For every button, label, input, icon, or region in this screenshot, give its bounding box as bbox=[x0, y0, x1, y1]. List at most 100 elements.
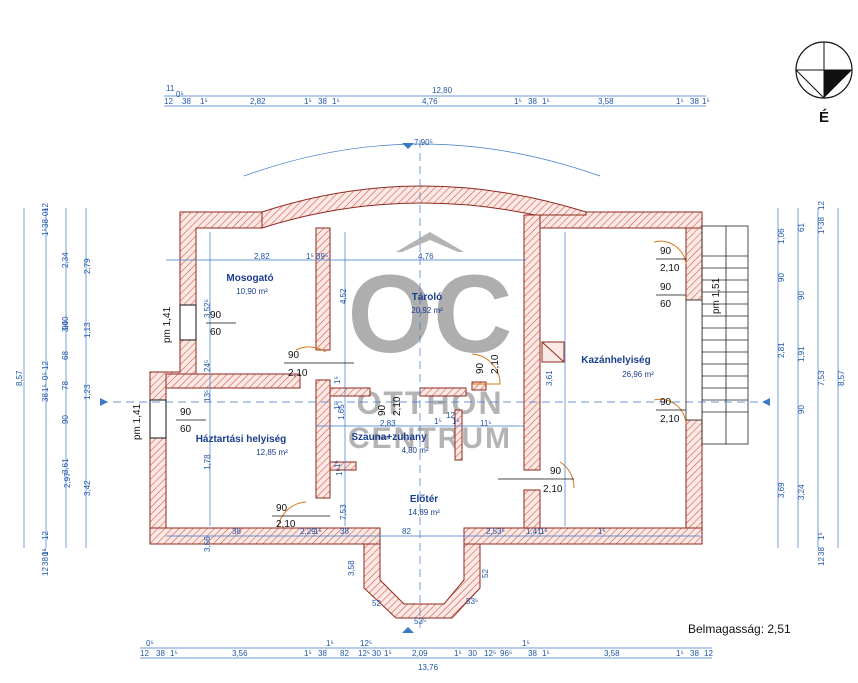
dim-inner-28: 38 bbox=[232, 527, 241, 536]
opening-1-h: 60 bbox=[210, 327, 222, 338]
dim-inner-11: 1⁵ bbox=[335, 468, 344, 476]
axis-lines bbox=[100, 140, 770, 628]
dim-inner-27: 1⁵ bbox=[540, 527, 548, 536]
dim-left-outer: 8,57 bbox=[15, 370, 24, 386]
opening-3-h: 2,10 bbox=[288, 368, 308, 379]
dim-bottom-chain-19: 38 bbox=[690, 649, 699, 658]
dim-top-chain-3: 2,82 bbox=[250, 97, 266, 106]
dim-right-a-6: 3,69 bbox=[777, 482, 786, 498]
dim-top-chain-6: 1⁵ bbox=[332, 97, 340, 106]
dim-inner-18: 1,78 bbox=[203, 454, 212, 470]
dim-top-chain-11: 3,58 bbox=[598, 97, 614, 106]
dim-left-a-0: 2,34 bbox=[61, 252, 70, 268]
dim-left-b-3: 2,97 bbox=[63, 472, 72, 488]
dim-bottom-chain-8: 30 bbox=[372, 649, 381, 658]
pm-label-3: pm 1,51 bbox=[711, 277, 722, 314]
dim-bottom-chain-9: 1⁵ bbox=[384, 649, 392, 658]
dim-top-chain-5: 38 bbox=[318, 97, 327, 106]
dim-inner-24: 82 bbox=[402, 527, 411, 536]
dim-bottom-chain-13: 12⁵ bbox=[484, 649, 496, 658]
dim-top-total: 12,80 bbox=[432, 86, 453, 95]
dim-left-a-4: 78 bbox=[61, 381, 70, 390]
dim-right-b-0: 7,53 bbox=[817, 370, 826, 386]
dim-top-chain-0: 12 bbox=[164, 97, 173, 106]
dim-inner-0: 2,82 bbox=[254, 252, 270, 261]
wall-bay bbox=[363, 543, 481, 619]
wall-int-eloter-right bbox=[523, 489, 541, 529]
dim-left-a-3: 68 bbox=[61, 351, 70, 360]
dim-bottom-chain-3: 3,56 bbox=[232, 649, 248, 658]
dim-left-c-9: 1⁵ bbox=[41, 548, 50, 556]
dim-left-a-2: 90 bbox=[61, 321, 70, 330]
room-szauna-name: Szauna+zuhany bbox=[351, 432, 427, 443]
opening-4-w: 90 bbox=[276, 503, 288, 514]
dim-inner-23: 38 bbox=[340, 527, 349, 536]
dim-inner-26: 1,41 bbox=[526, 527, 542, 536]
dim-inner-10: 1⁵ bbox=[333, 460, 342, 468]
dim-top-chain-4: 1⁵ bbox=[304, 97, 312, 106]
dim-bottom-chain-18: 1⁵ bbox=[676, 649, 684, 658]
opening-6-h: 2,10 bbox=[490, 354, 501, 374]
wall-int-mosogato-right bbox=[315, 227, 331, 351]
dim-inner-13: 1,65 bbox=[337, 404, 346, 420]
dim-inner-30: 3,56 bbox=[203, 536, 212, 552]
dim-bottom-chain-15: 38 bbox=[528, 649, 537, 658]
dim-right-c-0: 12 bbox=[817, 201, 826, 210]
dim-inner-14: 1⁵ bbox=[434, 417, 442, 426]
dim-inner-2: 39⁵ bbox=[316, 252, 328, 261]
dim-right-a-1: 90 bbox=[777, 273, 786, 282]
dim-inner-21: 2,29 bbox=[300, 527, 316, 536]
dim-inner-32: 52 bbox=[481, 569, 490, 578]
dim-bottom-chain-20: 12 bbox=[704, 649, 713, 658]
dim-left-a-1: 3,40 bbox=[61, 316, 70, 332]
dim-inner-5: 4,52 bbox=[339, 288, 348, 304]
opening-1-w: 90 bbox=[210, 310, 222, 321]
opening-2-h: 60 bbox=[180, 424, 192, 435]
dim-right-a-5: 90 bbox=[797, 405, 806, 414]
dim-top-small2: 0⁵ bbox=[176, 90, 184, 99]
dim-left-c-11: 12 bbox=[41, 567, 50, 576]
dim-bottom-chain-0: 12 bbox=[140, 649, 149, 658]
dim-inner-22: 1⁵ bbox=[314, 527, 322, 536]
dim-top-chain-13: 38 bbox=[690, 97, 699, 106]
dim-bottom-small-1: 1⁵ bbox=[326, 639, 334, 648]
wall-int-mid bbox=[329, 387, 371, 397]
dim-inner-17: 11⁵ bbox=[480, 419, 492, 428]
dim-left-a-5: 90 bbox=[61, 415, 70, 424]
opening-4-h: 2,10 bbox=[276, 519, 296, 530]
dim-inner-6: 24⁵ bbox=[203, 360, 212, 372]
dim-right-outer: 8,57 bbox=[837, 370, 846, 386]
opening-9-h: 2,10 bbox=[660, 414, 680, 425]
dim-right-a-2: 90 bbox=[797, 291, 806, 300]
dim-right-a-0: 1,06 bbox=[777, 228, 786, 244]
dim-top-chain-8: 1⁵ bbox=[514, 97, 522, 106]
room-tarolo-area: 20,92 m² bbox=[411, 306, 443, 315]
dim-inner-4: 3,52⁵ bbox=[203, 299, 212, 318]
dim-right-c-5: 38 bbox=[817, 547, 826, 556]
wall-int-sauna-left bbox=[315, 379, 331, 499]
dim-left-c-1: 38 bbox=[41, 219, 50, 228]
dim-bottom-chain-4: 1⁵ bbox=[304, 649, 312, 658]
dim-top-small: 11 bbox=[166, 84, 175, 93]
opening-6-w: 90 bbox=[475, 362, 486, 374]
dim-right-a-4: 1,91 bbox=[797, 346, 806, 362]
ceiling-height: Belmagasság: 2,51 bbox=[688, 622, 791, 636]
north-label: É bbox=[819, 109, 829, 126]
dim-inner-7: 13⁵ bbox=[203, 390, 212, 402]
dim-bottom-chain-16: 1⁵ bbox=[542, 649, 550, 658]
opening-7-w: 90 bbox=[660, 282, 672, 293]
dim-inner-12: 2,83 bbox=[380, 419, 396, 428]
dim-right-b-1: 3,24 bbox=[797, 484, 806, 500]
dim-bottom-chain-14: 96⁵ bbox=[500, 649, 512, 658]
dim-right-c-4: 1⁵ bbox=[817, 532, 826, 540]
dim-left-c-6: 1⁵ bbox=[41, 384, 50, 392]
dim-left-c-12: 0⁵ bbox=[41, 548, 50, 556]
dim-top-chain-9: 38 bbox=[528, 97, 537, 106]
watermark: OC OTTHON CENTRUM bbox=[348, 232, 513, 455]
dim-inner-3: 4,76 bbox=[418, 252, 434, 261]
staircase bbox=[685, 225, 749, 445]
dim-left-c-2: 1⁵ bbox=[41, 228, 50, 236]
pm-label-1: pm 1,41 bbox=[162, 306, 173, 343]
dim-top-chain-2: 1⁵ bbox=[200, 97, 208, 106]
